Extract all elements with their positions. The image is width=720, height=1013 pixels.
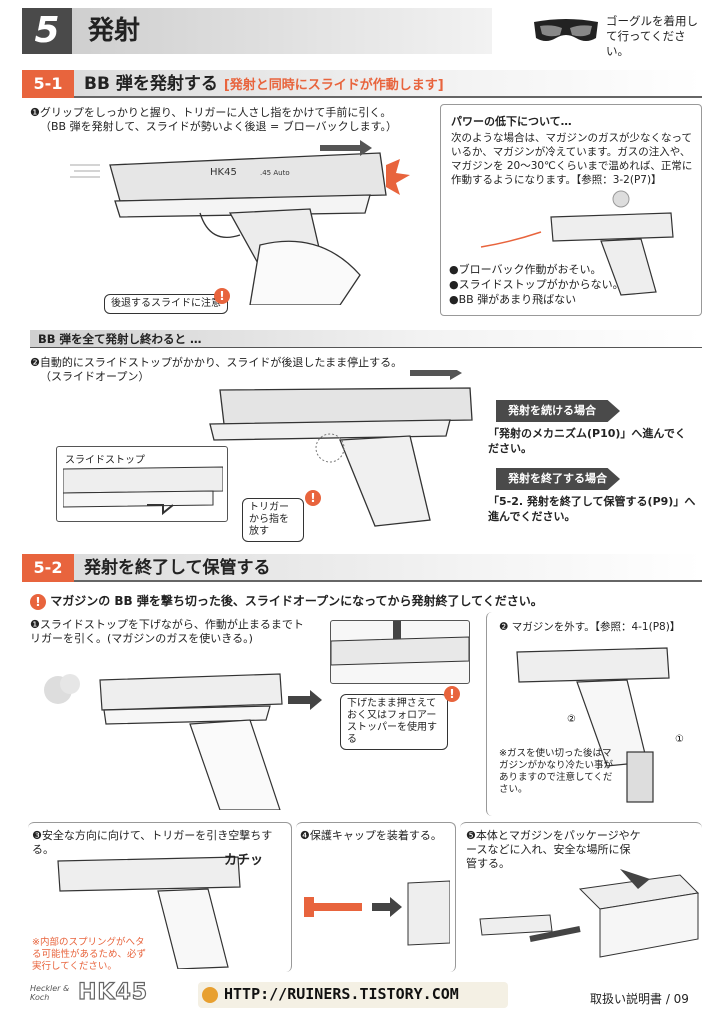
watermark-logo-icon (202, 987, 218, 1003)
protect-cap-illustration (304, 880, 450, 946)
section-5-2-bar: 5-2 発射を終了して保管する (22, 554, 702, 582)
power-drop-panel: パワーの低下について… 次のような場合は、マガジンのガスが少なくなっているか、マ… (440, 104, 702, 316)
gas-cold-note: ※ガスを使い切った後はマガジンがかなり冷たい事がありますので注意してください。 (499, 748, 614, 795)
continue-firing-tag: 発射を続ける場合 (496, 400, 620, 422)
dry-fire-panel: ❸安全な方向に向けて、トリガーを引き空撃ちする。 カチッ ※内部のスプリングがへ… (28, 822, 292, 972)
section2-warning-text: マガジンの BB 弾を撃ち切った後、スライドオープンになってから発射終了してくだ… (50, 594, 543, 608)
slidestop-detail-illustration (63, 466, 223, 516)
firing-gun-illustration: HK45 .45 Auto (70, 140, 410, 305)
section-number: 5-2 (22, 554, 74, 582)
section-number: 5-1 (22, 70, 74, 98)
slide-caution-callout: 後退するスライドに注意 (104, 294, 228, 314)
slidestop-press-inset (330, 620, 470, 684)
step1-note: （BB 弾を発射して、スライドが勢いよく後退 = ブローバックします。） (40, 120, 397, 133)
warning-icon: ! (444, 686, 460, 702)
protect-cap-panel: ❹保護キャップを装着する。 (296, 822, 456, 972)
section-title: BB 弾を発射する [発射と同時にスライドが作動します] (84, 70, 444, 100)
chapter-title: 発射 (72, 8, 492, 54)
dry-fire-gun-illustration (57, 856, 241, 969)
trigger-release-text: トリガーから指を放す (249, 502, 289, 537)
s2-step3-instruction: ❸安全な方向に向けて、トリガーを引き空撃ちする。 (32, 829, 273, 856)
warning-icon: ! (214, 288, 230, 304)
section-5-1-bar: 5-1 BB 弾を発射する [発射と同時にスライドが作動します] (22, 70, 702, 98)
magazine-remove-panel: ❷ マガジンを外す。【参照：4-1(P8)】 ② ① ※ガスを使い切った後はマガ… (486, 612, 702, 816)
section-subtitle: [発射と同時にスライドが作動します] (223, 78, 444, 93)
warning-icon: ! (305, 490, 321, 506)
s2-step4-instruction: ❹保護キャップを装着する。 (300, 829, 442, 842)
slide-caution-text: 後退するスライドに注意 (111, 298, 221, 309)
s2-step1-instruction: ❶スライドストップを下げながら、作動が止まるまでトリガーを引く。(マガジンのガス… (30, 618, 304, 645)
goggle-note: ゴーグルを着用して行ってください。 (606, 14, 698, 58)
gun-caliber-mark: .45 Auto (260, 169, 290, 177)
footer-brand-small: Heckler & Koch (30, 984, 70, 1002)
step2-note: （スライドオープン） (40, 370, 150, 383)
s2-step1-gun-illustration (44, 673, 322, 810)
end-firing-tag: 発射を終了する場合 (496, 468, 620, 490)
power-title: パワーの低下について… (451, 115, 572, 128)
power-bullet-2: ●スライドストップがかからない。 (449, 278, 624, 291)
power-bullet-3: ●BB 弾があまり飛ばない (449, 293, 577, 306)
svg-text:①: ① (675, 734, 684, 745)
store-panel: ❺本体とマガジンをパッケージやケースなどに入れ、安全な場所に保管する。 (460, 822, 702, 972)
slidestop-press-illustration (330, 621, 470, 666)
power-body: 次のような場合は、マガジンのガスが少なくなっているか、マガジンが冷えています。ガ… (451, 132, 693, 186)
end-firing-text: 「5-2. 発射を終了して保管する(P9)」へ進んでください。 (488, 495, 696, 523)
section-title-text: BB 弾を発射する (84, 74, 218, 94)
slide-open-gun-illustration (209, 370, 473, 527)
s2-step2-instruction: ❷ マガジンを外す。【参照：4-1(P8)】 (499, 621, 681, 633)
warning-icon: ! (30, 593, 46, 610)
step1-instruction: ❶グリップをしっかりと握り、トリガーに人さし指をかけて手前に引く。 (30, 106, 392, 119)
gun-model-mark: HK45 (210, 167, 237, 178)
slidestop-inset: スライドストップ (56, 446, 228, 522)
svg-text:②: ② (567, 714, 576, 725)
package-store-illustration (479, 869, 700, 958)
footer-brand-model: HK45 (77, 979, 149, 1005)
spring-note: ※内部のスプリングがへタる可能性があるため、必ず実行してください。 (32, 937, 147, 972)
step2-instruction: ❷自動的にスライドストップがかかり、スライドが後退したまま停止する。 (30, 356, 403, 369)
section2-warning: ! マガジンの BB 弾を撃ち切った後、スライドオープンになってから発射終了して… (30, 592, 710, 610)
power-gun-illustration (480, 190, 674, 296)
slidestop-hold-text: 下げたまま押さえておく又はフォロアーストッパーを使用する (347, 698, 437, 745)
all-fired-bar: BB 弾を全て発射し終わると … (30, 330, 702, 348)
watermark-url-box: HTTP://RUINERS.TISTORY.COM (198, 982, 508, 1008)
continue-firing-text: 「発射のメカニズム(P10)」へ進んでください。 (488, 427, 686, 455)
magazine-remove-illustration: ② ① (516, 647, 684, 803)
power-bullet-1: ●ブローバック作動がおそい。 (449, 263, 602, 276)
watermark-url: HTTP://RUINERS.TISTORY.COM (224, 985, 459, 1003)
chapter-number: 5 (22, 8, 72, 54)
goggles-icon (534, 19, 598, 41)
slidestop-label: スライドストップ (65, 455, 145, 466)
section-title: 発射を終了して保管する (84, 558, 271, 578)
click-sound-label: カチッ (224, 853, 264, 868)
slidestop-hold-callout: 下げたまま押さえておく又はフォロアーストッパーを使用する (340, 694, 448, 750)
footer-page-label: 取扱い説明書 / 09 (590, 992, 689, 1006)
trigger-release-callout: トリガーから指を放す (242, 498, 304, 542)
s2-step5-instruction: ❺本体とマガジンをパッケージやケースなどに入れ、安全な場所に保管する。 (466, 829, 641, 870)
page-header: 5 発射 ゴーグルを着用して行ってください。 (22, 8, 698, 58)
